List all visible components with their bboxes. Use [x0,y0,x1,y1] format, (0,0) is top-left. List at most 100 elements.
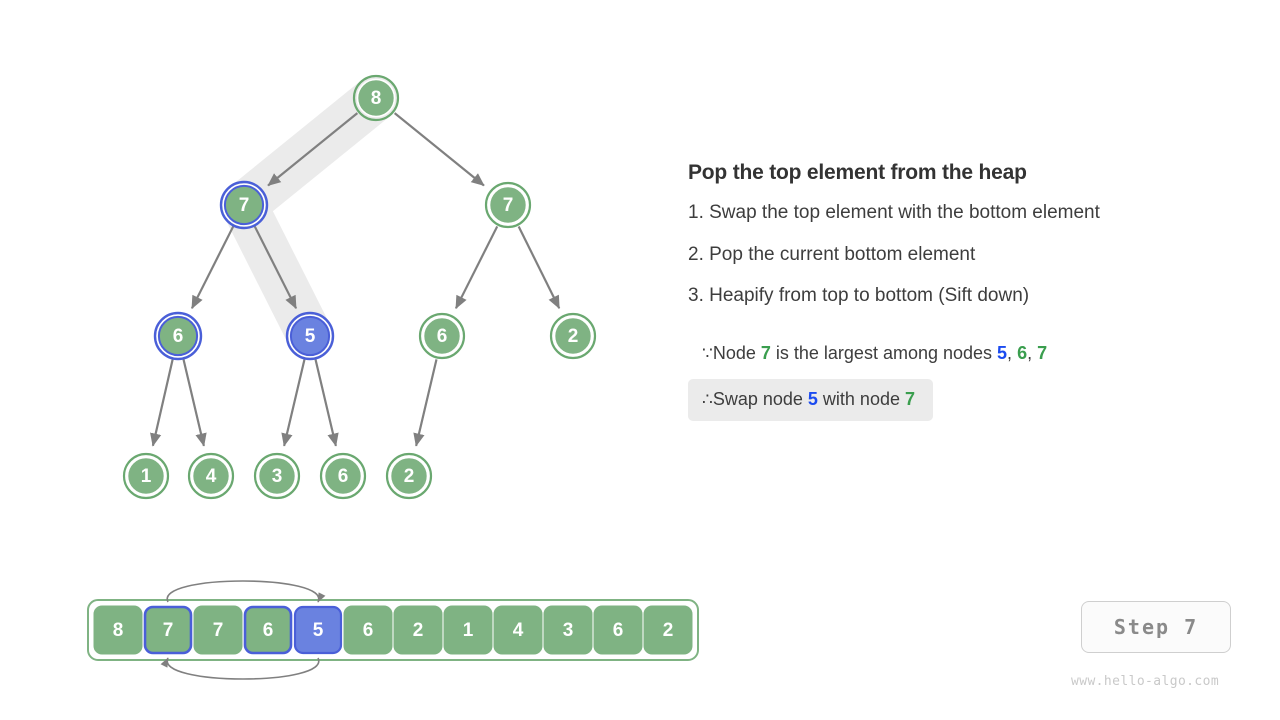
tree-edge [393,112,485,187]
explain-step-2: 2. Pop the current bottom element [688,243,976,265]
node-body [389,456,429,496]
cell-body [193,605,243,655]
node-body [126,456,166,496]
array-cell: 2 [393,605,443,655]
because-clause: ∵Node 7 is the largest among nodes 5, 6,… [688,337,1047,370]
tree-node-8: 8 [352,74,400,122]
node-value: 3 [272,466,283,487]
candidate-value-2: 7 [1037,342,1048,363]
because-prefix: Node [712,342,761,363]
because-symbol: ∵ [702,343,713,363]
array-swap-arrow [160,580,326,680]
tree-edge [182,359,207,447]
node-body [223,184,265,226]
node-outer-ring [484,181,532,229]
candidate-sep-0: , [1007,342,1018,363]
array-cell: 5 [293,605,343,655]
node-value: 6 [173,326,184,347]
tree-edge [314,359,339,447]
cell-body [443,605,493,655]
node-outer-ring [187,452,235,500]
tree-edge [150,359,174,447]
array-cell: 6 [593,605,643,655]
node-outer-ring [285,311,335,361]
explain-step-1: 1. Swap the top element with the bottom … [688,202,1100,224]
swap-from-value: 5 [807,388,818,409]
therefore-symbol: ∴ [702,389,713,409]
cell-value: 5 [313,620,324,641]
tree-node-7: 7 [484,181,532,229]
node-value: 6 [338,466,349,487]
cell-body [343,605,393,655]
tree-edges [150,112,561,447]
tree-node-1: 1 [122,452,170,500]
tree-nodes: 8 7 7 6 5 6 2 1 4 3 6 2 [122,74,597,500]
swap-arrow-top [166,580,326,603]
node-body [553,316,593,356]
candidate-value-0: 5 [997,342,1008,363]
cell-value: 3 [563,620,574,641]
node-inner-gap [156,314,200,358]
node-outer-ring [253,452,301,500]
node-body [422,316,462,356]
tree-edge [413,359,438,447]
node-inner-gap [222,183,266,227]
node-value: 8 [371,88,382,109]
step-badge: Step 7 [1081,601,1231,653]
cell-body [593,605,643,655]
array-cell: 6 [243,605,293,655]
watermark: www.hello-algo.com [1071,674,1220,689]
array-cell: 6 [343,605,393,655]
array-cell: 7 [193,605,243,655]
cell-value: 2 [413,620,424,641]
node-value: 7 [239,195,250,216]
therefore-clause: ∴Swap node 5 with node 7 [688,378,933,421]
tree-node-6: 6 [153,311,203,361]
array-container-outer [87,599,699,661]
cell-body [643,605,693,655]
node-outer-ring [153,311,203,361]
because-middle: is the largest among nodes [770,342,998,363]
node-body [157,315,199,357]
tree-node-2: 2 [549,312,597,360]
node-value: 6 [437,326,448,347]
node-value: 5 [305,326,316,347]
cell-value: 6 [363,620,374,641]
tree-node-5: 5 [285,311,335,361]
tree-edge [190,225,235,310]
swap-to-value: 7 [904,388,915,409]
node-outer-ring [549,312,597,360]
cell-body [293,605,343,655]
node-body [289,315,331,357]
tree-edge [517,226,561,310]
cell-value: 2 [663,620,674,641]
cell-value: 6 [613,620,624,641]
node-value: 2 [404,466,415,487]
node-outer-ring [418,312,466,360]
because-node-value: 7 [760,342,771,363]
node-outer-ring [385,452,433,500]
explanation-panel: Pop the top element from the heap 1. Swa… [688,160,1248,421]
tree-node-3: 3 [253,452,301,500]
node-value: 4 [206,466,217,487]
cell-body [393,605,443,655]
tree-edge [454,225,499,310]
node-body [323,456,363,496]
cell-body [543,605,593,655]
tree-edge [253,225,298,310]
candidate-value-1: 6 [1017,342,1028,363]
tree-node-7: 7 [219,180,269,230]
node-value: 2 [568,326,579,347]
cell-body [93,605,143,655]
node-outer-ring [122,452,170,500]
array-container-inner [89,601,697,659]
node-value: 1 [141,466,152,487]
cell-body [493,605,543,655]
node-body [257,456,297,496]
node-outer-ring [319,452,367,500]
node-inner-gap [288,314,332,358]
cell-value: 8 [113,620,124,641]
explain-step-3: 3. Heapify from top to bottom (Sift down… [688,285,1030,307]
